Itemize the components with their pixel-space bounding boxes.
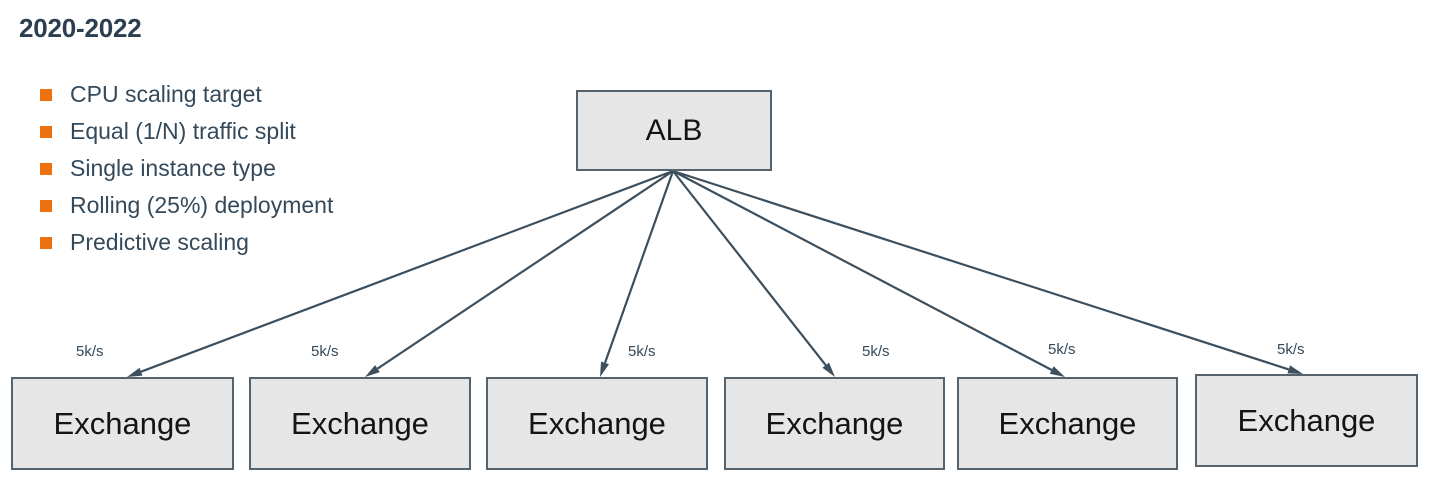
node-exchange-5-label: Exchange <box>998 406 1137 441</box>
list-item-label: CPU scaling target <box>70 81 262 107</box>
edge-line-3 <box>603 170 675 364</box>
edge-arrowhead-4 <box>822 362 835 377</box>
square-bullet-icon <box>40 199 52 212</box>
list-item: CPU scaling target <box>40 76 333 113</box>
list-item-label: Predictive scaling <box>70 229 249 255</box>
list-item: Predictive scaling <box>40 224 333 261</box>
edge-rate-label-5: 5k/s <box>1048 341 1076 358</box>
list-item: Rolling (25%) deployment <box>40 187 333 224</box>
edge-rate-label-2: 5k/s <box>311 343 339 360</box>
edge-rate-label-3: 5k/s <box>628 343 656 360</box>
edge-rate-label-1: 5k/s <box>76 343 104 360</box>
edge-arrowhead-2 <box>365 365 380 377</box>
list-item-label: Rolling (25%) deployment <box>70 192 334 218</box>
list-item: Equal (1/N) traffic split <box>40 113 333 150</box>
edge-line-5 <box>672 170 1053 371</box>
node-alb-label: ALB <box>645 113 703 147</box>
node-exchange-4[interactable]: Exchange <box>724 377 945 470</box>
node-alb[interactable]: ALB <box>576 90 772 171</box>
edge-arrowhead-3 <box>600 361 609 377</box>
edge-line-2 <box>376 170 674 370</box>
list-item-label: Single instance type <box>70 155 276 181</box>
node-exchange-6-label: Exchange <box>1237 403 1376 438</box>
square-bullet-icon <box>40 236 52 249</box>
node-exchange-2[interactable]: Exchange <box>249 377 471 470</box>
node-exchange-3[interactable]: Exchange <box>486 377 708 470</box>
edge-arrowhead-5 <box>1049 366 1065 377</box>
node-exchange-2-label: Exchange <box>291 406 429 441</box>
edge-rate-label-6: 5k/s <box>1277 341 1305 358</box>
page-title: 2020-2022 <box>19 13 142 43</box>
edge-rate-label-4: 5k/s <box>862 343 890 360</box>
square-bullet-icon <box>40 125 52 138</box>
list-item: Single instance type <box>40 150 333 187</box>
node-exchange-4-label: Exchange <box>765 406 904 441</box>
square-bullet-icon <box>40 162 52 175</box>
square-bullet-icon <box>40 88 52 101</box>
node-exchange-1-label: Exchange <box>53 406 192 441</box>
edge-line-4 <box>672 170 827 366</box>
node-exchange-5[interactable]: Exchange <box>957 377 1178 470</box>
edge-arrowhead-1 <box>127 367 143 377</box>
node-exchange-6[interactable]: Exchange <box>1195 374 1418 467</box>
edge-arrowhead-6 <box>1287 365 1303 374</box>
edge-line-6 <box>672 169 1290 371</box>
node-exchange-1[interactable]: Exchange <box>11 377 234 470</box>
list-item-label: Equal (1/N) traffic split <box>70 118 296 144</box>
node-exchange-3-label: Exchange <box>528 406 666 441</box>
feature-bullet-list: CPU scaling target Equal (1/N) traffic s… <box>40 76 333 261</box>
